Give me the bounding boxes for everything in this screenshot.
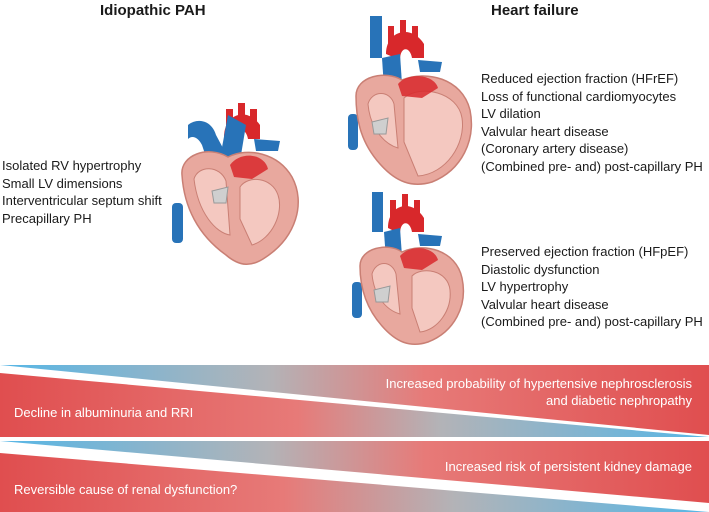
band-bottom-blue-wedge [0,441,709,503]
hfpef-feature-list: Preserved ejection fraction (HFpEF) Dias… [481,243,703,331]
hfpef-feature-item: (Combined pre- and) post-capillary PH [481,314,703,329]
pah-feature-item: Precapillary PH [2,210,92,226]
band-top-right-line: and diabetic nephropathy [545,393,692,408]
hfref-feature-item: Loss of functional cardiomyocytes [481,88,677,104]
pah-feature-item: Small LV dimensions [2,175,123,191]
title-idiopathic-pah: Idiopathic PAH [100,2,206,19]
pah-feature-item: Isolated RV hypertrophy [2,158,142,173]
hfref-feature-item: (Coronary artery disease) [481,141,629,156]
hfref-feature-item: Valvular heart disease [481,123,609,139]
hfref-heart-illustration [348,16,472,185]
title-heart-failure: Heart failure [491,2,579,19]
hfpef-feature-item: Valvular heart disease [481,296,609,312]
hfpef-feature-item: LV hypertrophy [481,279,569,294]
gradient-band-top [0,365,709,437]
pah-feature-list: Isolated RV hypertrophy Small LV dimensi… [2,157,162,227]
pah-heart-illustration [172,103,299,265]
hfpef-heart-illustration [352,192,465,346]
band-top-blue-wedge [0,365,709,435]
band-bottom-right-text: Increased risk of persistent kidney dama… [444,459,692,474]
hfref-feature-item: LV dilation [481,106,541,121]
band-bottom-red-wedge [0,453,709,512]
hfref-feature-list: Reduced ejection fraction (HFrEF) Loss o… [481,70,703,175]
hfref-feature-item: Reduced ejection fraction (HFrEF) [481,71,679,86]
hfpef-feature-item: Diastolic dysfunction [481,261,600,277]
band-top-left-text: Decline in albuminuria and RRI [14,405,194,420]
hfref-feature-item: (Combined pre- and) post-capillary PH [481,158,703,174]
band-top-right-text: Increased probability of hypertensive ne… [386,375,692,409]
band-top-red-wedge [0,373,709,437]
pah-feature-item: Interventricular septum shift [2,193,162,208]
hfpef-feature-item: Preserved ejection fraction (HFpEF) [481,244,689,259]
band-bottom-left-text: Reversible cause of renal dysfunction? [14,482,238,497]
gradient-band-bottom [0,441,709,512]
band-top-right-line: Increased probability of hypertensive ne… [385,376,692,391]
